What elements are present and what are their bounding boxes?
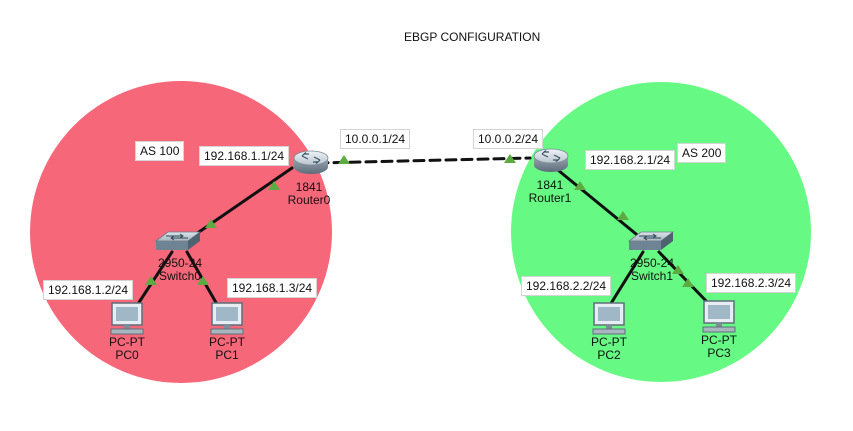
- pc1-label: PC-PT PC1: [197, 336, 257, 362]
- switch1-label: 2950-24 Switch1: [622, 257, 682, 283]
- link-router0-switch0: [181, 166, 294, 245]
- link-switch1-pc3: [657, 250, 712, 307]
- router0-model: 1841: [295, 180, 323, 194]
- switch1-model: 2950-24: [629, 256, 675, 270]
- port-indicator: [145, 276, 157, 285]
- pc0-name: PC0: [115, 348, 139, 362]
- port-indicators: [145, 154, 694, 287]
- pc1-model: PC-PT: [209, 335, 245, 349]
- port-indicator: [574, 181, 586, 190]
- pc2-name: PC2: [597, 348, 621, 362]
- router0-wan-ip-label: 10.0.0.1/24: [340, 129, 411, 149]
- pc0-model: PC-PT: [109, 335, 145, 349]
- port-indicator: [205, 219, 217, 228]
- port-indicator: [504, 154, 516, 163]
- switch0-model: 2950-24: [157, 256, 203, 270]
- pc0-ip-label: 192.168.1.2/24: [43, 280, 134, 300]
- router-icon[interactable]: [293, 150, 329, 174]
- pc-icon[interactable]: [592, 302, 626, 335]
- switch0-label: 2950-24 Switch0: [150, 257, 210, 283]
- pc2-label: PC-PT PC2: [579, 336, 639, 362]
- switch-icon[interactable]: [154, 231, 202, 250]
- router1-name: Router1: [528, 191, 572, 205]
- port-indicator: [268, 181, 280, 190]
- port-indicator: [617, 211, 629, 220]
- router0-label: 1841 Router0: [281, 181, 337, 207]
- router1-lan-ip-label: 192.168.2.1/24: [585, 150, 676, 170]
- pc-icon[interactable]: [210, 302, 244, 335]
- switch0-name: Switch0: [158, 269, 202, 283]
- router-icon[interactable]: [533, 148, 569, 172]
- router0-lan-ip-label: 192.168.1.1/24: [199, 146, 290, 166]
- router1-label: 1841 Router1: [522, 179, 578, 205]
- switch1-name: Switch1: [630, 269, 674, 283]
- pc1-ip-label: 192.168.1.3/24: [227, 278, 318, 298]
- port-indicator: [672, 265, 684, 274]
- pc3-name: PC3: [707, 346, 731, 360]
- port-indicator: [682, 278, 694, 287]
- pc3-label: PC-PT PC3: [689, 334, 749, 360]
- router1-model: 1841: [536, 178, 564, 192]
- pc0-label: PC-PT PC0: [97, 336, 157, 362]
- router0-name: Router0: [287, 193, 331, 207]
- pc-icon[interactable]: [702, 300, 736, 333]
- pc3-model: PC-PT: [701, 333, 737, 347]
- as200-label: AS 200: [677, 143, 727, 163]
- router1-wan-ip-label: 10.0.0.2/24: [473, 129, 544, 149]
- as100-label: AS 100: [135, 141, 185, 161]
- pc3-ip-label: 192.168.2.3/24: [706, 273, 797, 293]
- link-router1-switch1: [551, 164, 649, 245]
- pc2-model: PC-PT: [591, 335, 627, 349]
- pc2-ip-label: 192.168.2.2/24: [521, 276, 612, 296]
- port-indicator: [197, 276, 209, 285]
- link-router0-router1-serial: [316, 156, 532, 165]
- switch-icon[interactable]: [627, 231, 675, 250]
- pc-icon[interactable]: [110, 302, 144, 335]
- port-indicator: [338, 155, 350, 164]
- diagram-title: EBGP CONFIGURATION: [404, 30, 541, 44]
- pc1-name: PC1: [215, 348, 239, 362]
